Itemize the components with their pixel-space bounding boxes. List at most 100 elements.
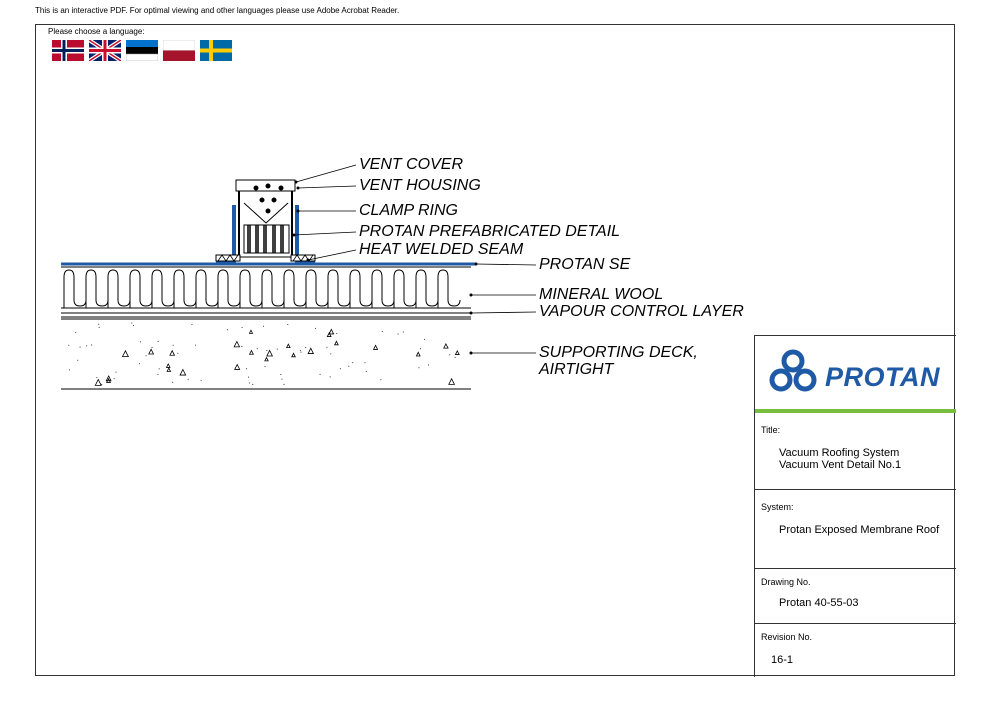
mineral-wool-fold [261,269,285,308]
deck-speck [397,333,399,335]
callout-heat-welded-seam: HEAT WELDED SEAM [359,241,524,258]
deck-speck [336,332,338,334]
roof-section-drawing [61,164,537,390]
deck-aggregate [148,348,155,355]
deck-speck [241,345,243,347]
deck-speck [454,356,456,358]
deck-aggregate [443,342,449,349]
deck-speck [326,346,328,348]
deck-speck [305,347,307,349]
mineral-wool-fold [437,269,461,308]
deck-aggregate [106,377,112,383]
deck-aggregate [264,356,269,362]
deck-speck [131,322,133,324]
leader-line [307,249,357,261]
leader-arrow [294,180,298,184]
mineral-wool-fold [283,269,307,308]
deck-speck [113,378,115,380]
mineral-wool-fold [195,269,219,308]
deck-speck [319,373,321,375]
deck-speck [300,351,302,353]
uk-flag-icon[interactable] [89,40,121,61]
deck-aggregate [266,349,274,357]
deck-speck [266,350,268,352]
norway-flag-icon[interactable] [52,40,84,61]
deck-speck [132,324,134,326]
deck-speck [77,359,79,361]
mineral-wool-fold [327,269,351,308]
deck-aggregate [169,349,176,356]
title-line-1: Vacuum Roofing System [779,447,900,459]
deck-speck [281,378,283,380]
deck-aggregate [334,340,339,346]
supporting-deck [61,318,471,390]
deck-speck [140,341,142,343]
vent-assembly [215,179,316,263]
deck-speck [187,378,189,380]
deck-aggregate [234,363,241,370]
deck-speck [365,371,367,373]
deck-speck [79,346,81,348]
deck-aggregate [454,349,460,355]
drawing-number-value: Protan 40-55-03 [779,597,859,609]
deck-speck [263,325,265,327]
deck-speck [177,352,179,354]
deck-speck [424,338,426,340]
deck-speck [96,377,98,379]
deck-speck [145,355,147,357]
deck-aggregate [307,347,315,354]
interactive-pdf-notice: This is an interactive PDF. For optimal … [35,6,400,15]
deck-speck [280,374,282,376]
mineral-wool-fold [239,269,263,308]
language-label: Please choose a language: [48,27,145,36]
callout-prefab-detail: PROTAN PREFABRICATED DETAIL [359,223,621,240]
leader-arrow [296,209,300,213]
drawing-number-cell: Drawing No. Protan 40-55-03 [755,569,956,624]
deck-speck [139,363,141,365]
deck-speck [339,368,341,370]
deck-speck [348,365,350,367]
deck-speck [248,376,250,378]
deck-speck [276,348,278,350]
deck-speck [287,323,289,325]
leader-arrow [474,262,478,266]
deck-speck [157,373,159,375]
deck-speck [98,326,100,328]
deck-speck [158,368,160,370]
deck-aggregate [328,328,335,335]
leader-arrow [306,258,310,262]
deck-aggregate [326,331,332,337]
title-block: PROTAN Title: Vacuum Roofing System Vacu… [754,335,956,677]
deck-aggregate [166,367,172,372]
drawing-number-label: Drawing No. [761,577,811,587]
mineral-wool-fold [85,269,109,308]
deck-speck [115,371,117,373]
leader-arrow [469,293,473,297]
deck-speck [157,340,159,342]
estonia-flag-icon[interactable] [126,40,158,61]
title-line-2: Vacuum Vent Detail No.1 [779,459,902,471]
mineral-wool-fold [305,269,329,308]
protan-logo-text: PROTAN [825,362,940,392]
mineral-wool-fold [129,269,153,308]
mineral-wool-fold [217,269,241,308]
callout-airtight: AIRTIGHT [539,361,614,378]
title-label: Title: [761,425,781,435]
deck-speck [172,344,174,346]
deck-speck [86,345,88,347]
deck-speck [200,380,202,382]
deck-aggregate [415,351,421,357]
revision-value: 16-1 [771,654,794,666]
sweden-flag-icon[interactable] [200,40,232,61]
callout-protan-se: PROTAN SE [539,256,631,273]
poland-flag-icon[interactable] [163,40,195,61]
leader-arrow [469,311,473,315]
deck-speck [283,383,285,385]
deck-speck [172,381,174,383]
deck-speck [329,376,331,378]
leader-arrow [292,233,296,237]
deck-aggregate [94,378,102,386]
deck-speck [68,369,70,371]
revision-label: Revision No. [761,632,813,642]
protan-logo-icon [769,349,817,392]
